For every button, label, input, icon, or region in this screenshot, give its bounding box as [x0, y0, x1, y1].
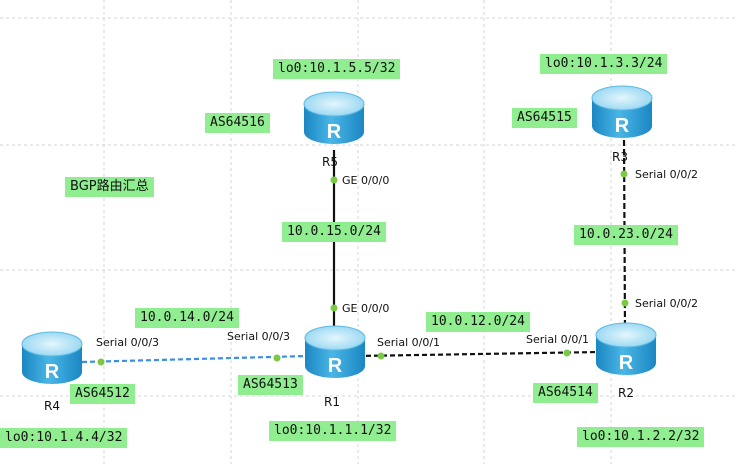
port-label-r4-serial: Serial 0/0/3	[96, 336, 160, 349]
port-dot-r1-ge[interactable]	[330, 304, 338, 312]
router-r2-name: R2	[618, 386, 634, 400]
port-dot-r5-ge[interactable]	[330, 176, 338, 184]
port-label-r1-serial-left: Serial 0/0/3	[227, 330, 291, 343]
r2-loopback-label: lo0:10.1.2.2/32	[577, 427, 705, 447]
r2-as-label: AS64514	[533, 383, 598, 403]
port-dot-r4-serial[interactable]	[97, 358, 105, 366]
router-r1-name: R1	[324, 395, 340, 409]
router-r2-icon[interactable]: R	[595, 322, 657, 375]
port-label-r5-ge: GE 0/0/0	[342, 174, 390, 187]
r1-as-label: AS64513	[238, 375, 303, 395]
router-r3-icon[interactable]: R	[591, 85, 653, 138]
diagram-title: BGP路由汇总	[65, 177, 154, 197]
port-label-r2-serial-left: Serial 0/0/1	[526, 333, 590, 346]
r4-as-label: AS64512	[70, 384, 135, 404]
net-r5-r1-label: 10.0.15.0/24	[282, 222, 386, 242]
port-dot-r1-serial-right[interactable]	[377, 352, 385, 360]
port-dot-r3-serial[interactable]	[620, 170, 628, 178]
router-letter: R	[615, 115, 630, 137]
r4-loopback-label: lo0:10.1.4.4/32	[0, 428, 128, 448]
net-r4-r1-label: 10.0.14.0/24	[135, 308, 239, 328]
port-label-r3-serial: Serial 0/0/2	[635, 168, 699, 181]
router-letter: R	[328, 355, 343, 377]
r5-loopback-label: lo0:10.1.5.5/32	[273, 59, 401, 79]
port-label-r1-ge: GE 0/0/0	[342, 302, 390, 315]
r3-loopback-label: lo0:10.1.3.3/24	[540, 54, 668, 74]
router-r1-icon[interactable]: R	[304, 325, 366, 378]
r1-loopback-label: lo0:10.1.1.1/32	[269, 421, 397, 441]
port-label-r1-serial-right: Serial 0/0/1	[377, 336, 441, 349]
r3-as-label: AS64515	[512, 108, 577, 128]
router-letter: R	[619, 352, 634, 374]
net-r1-r2-label: 10.0.12.0/24	[426, 312, 530, 332]
port-dot-r1-serial-left[interactable]	[273, 354, 281, 362]
port-label-r2-serial-top: Serial 0/0/2	[635, 297, 699, 310]
link-r1-r2	[357, 350, 601, 358]
port-dot-r2-serial-left[interactable]	[563, 349, 571, 357]
router-r3-name: R3	[612, 150, 628, 164]
link-r4-r1	[81, 354, 309, 364]
port-dot-r2-serial-top[interactable]	[621, 299, 629, 307]
router-r5-icon[interactable]: R	[303, 91, 365, 144]
router-r5-name: R5	[322, 155, 338, 169]
router-r4-name: R4	[44, 399, 60, 413]
router-letter: R	[45, 361, 60, 383]
r5-as-label: AS64516	[205, 113, 270, 133]
net-r3-r2-label: 10.0.23.0/24	[574, 225, 678, 245]
router-letter: R	[327, 121, 342, 143]
router-r4-icon[interactable]: R	[21, 331, 83, 384]
